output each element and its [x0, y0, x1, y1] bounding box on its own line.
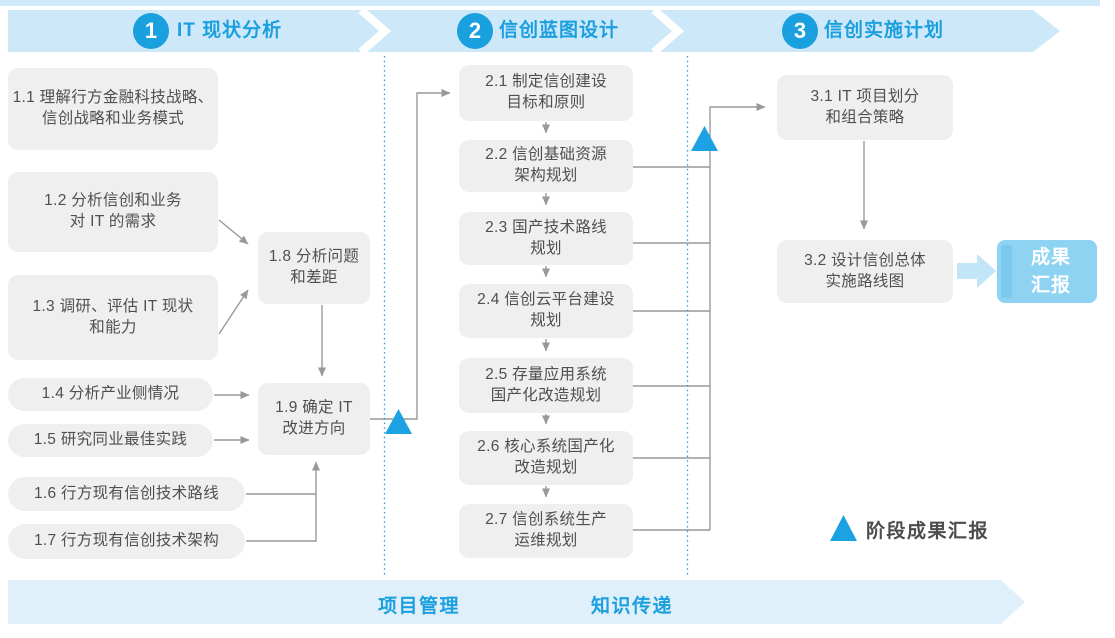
- footer-project-management-label: 项目管理: [378, 596, 461, 617]
- phase-1-title: IT 现状分析: [177, 20, 283, 41]
- result-box-edge-strip: [1001, 245, 1012, 298]
- task-box-1-8: 1.8 分析问题 和差距: [258, 232, 370, 304]
- task-box-1-4: 1.4 分析产业侧情况: [8, 378, 213, 411]
- task-box-2-6: 2.6 核心系统国产化 改造规划: [459, 431, 633, 485]
- thick-arrow-icon: [957, 254, 996, 288]
- task-box-3-1: 3.1 IT 项目划分 和组合策略: [777, 75, 953, 140]
- task-box-1-5: 1.5 研究同业最佳实践: [8, 424, 213, 457]
- phase-3-number-badge: 3: [782, 13, 818, 49]
- task-box-1-2: 1.2 分析信创和业务 对 IT 的需求: [8, 172, 218, 252]
- task-box-1-3: 1.3 调研、评估 IT 现状 和能力: [8, 275, 218, 360]
- legend-milestone-label: 阶段成果汇报: [866, 521, 990, 542]
- phase-1-number-badge: 1: [133, 13, 169, 49]
- task-box-2-4: 2.4 信创云平台建设 规划: [459, 284, 633, 338]
- top-accent-strip: [0, 0, 1100, 6]
- task-box-2-7: 2.7 信创系统生产 运维规划: [459, 504, 633, 558]
- task-box-2-1: 2.1 制定信创建设 目标和原则: [459, 65, 633, 121]
- footer-knowledge-transfer-label: 知识传递: [591, 596, 674, 617]
- result-report-box: 成果 汇报: [997, 240, 1097, 303]
- task-box-1-9: 1.9 确定 IT 改进方向: [258, 383, 370, 455]
- phase-2-number-badge: 2: [457, 13, 493, 49]
- task-box-3-2: 3.2 设计信创总体 实施路线图: [777, 240, 953, 303]
- task-box-2-3: 2.3 国产技术路线 规划: [459, 212, 633, 265]
- task-box-1-6: 1.6 行方现有信创技术路线: [8, 477, 245, 511]
- phase-2-title: 信创蓝图设计: [499, 20, 620, 41]
- task-box-1-7: 1.7 行方现有信创技术架构: [8, 524, 245, 559]
- phase-3-title: 信创实施计划: [824, 20, 945, 41]
- task-box-2-2: 2.2 信创基础资源 架构规划: [459, 140, 633, 192]
- phase-header-band: [8, 10, 1060, 52]
- footer-band: [8, 580, 1025, 624]
- task-box-2-5: 2.5 存量应用系统 国产化改造规划: [459, 358, 633, 413]
- task-box-1-1: 1.1 理解行方金融科技战略、 信创战略和业务模式: [8, 68, 218, 150]
